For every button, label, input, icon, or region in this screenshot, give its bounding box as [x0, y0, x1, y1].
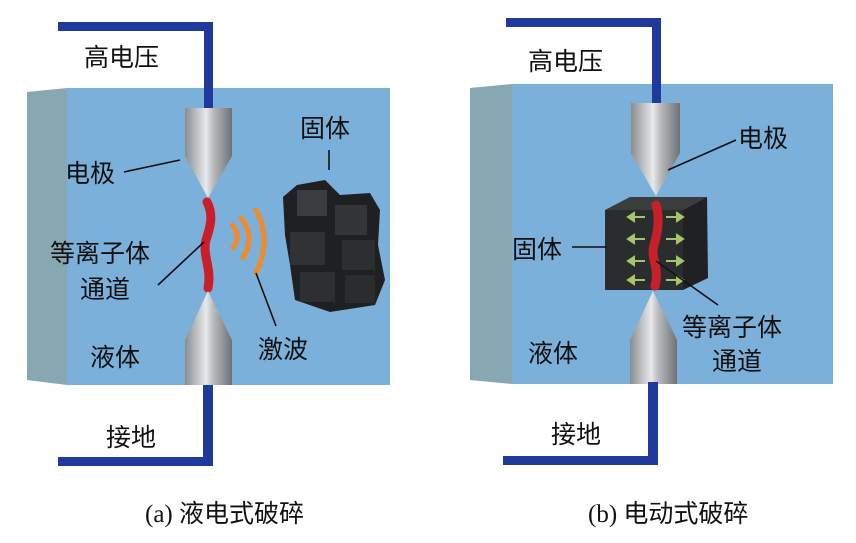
label-solid: 固体: [300, 114, 350, 143]
shockwave: [229, 207, 267, 276]
label-electrode: 电极: [738, 124, 788, 153]
solid-particles: [283, 180, 385, 312]
high-voltage-wire: [506, 18, 661, 105]
caption-b: (b) 电动式破碎: [588, 500, 748, 528]
ground-wire: [503, 382, 658, 465]
label-high-voltage: 高电压: [84, 43, 159, 72]
caption-a: (a) 液电式破碎: [145, 500, 304, 528]
label-electrode: 电极: [65, 159, 115, 188]
bottom-electrode: [185, 291, 232, 385]
top-electrode: [185, 108, 232, 198]
top-electrode: [631, 103, 680, 196]
leader-line: [255, 272, 277, 327]
high-voltage-wire: [58, 22, 213, 112]
panel-b: 高电压 电极 固体 等离子体 通道 液体 接地 (b) 电动式破碎: [470, 18, 833, 528]
arrow-right-icon: [666, 233, 685, 245]
label-shockwave: 激波: [258, 335, 308, 364]
leader-line: [667, 139, 737, 171]
label-ground: 接地: [551, 420, 601, 449]
label-plasma-channel-2: 通道: [80, 275, 130, 304]
label-high-voltage: 高电压: [528, 47, 603, 76]
plasma-channel: [648, 200, 663, 291]
label-ground: 接地: [106, 423, 156, 452]
bottom-electrode: [630, 291, 677, 384]
ground-wire: [58, 385, 213, 466]
tank-side: [27, 88, 67, 385]
leader-line: [655, 260, 719, 306]
solid-block: [605, 197, 708, 290]
arrow-left-icon: [626, 233, 645, 245]
arrow-left-icon: [626, 274, 645, 286]
panel-a: 高电压 电极 等离子体 通道 液体 接地 固体 激波 (a) 液电式破碎: [27, 22, 390, 528]
arrow-right-icon: [666, 255, 685, 267]
label-plasma-channel-1: 等离子体: [50, 239, 150, 268]
tank-side: [470, 84, 512, 384]
arrow-right-icon: [666, 211, 685, 223]
label-plasma-channel-2: 通道: [712, 347, 762, 376]
label-liquid: 液体: [90, 343, 140, 372]
label-solid: 固体: [512, 235, 562, 264]
label-liquid: 液体: [528, 339, 578, 368]
plasma-channel: [200, 197, 216, 293]
leader-line: [123, 159, 181, 173]
expansion-arrows: [626, 211, 685, 286]
leader-line: [157, 241, 205, 286]
label-plasma-channel-1: 等离子体: [682, 313, 782, 342]
arrow-left-icon: [626, 255, 645, 267]
arrow-left-icon: [626, 211, 645, 223]
